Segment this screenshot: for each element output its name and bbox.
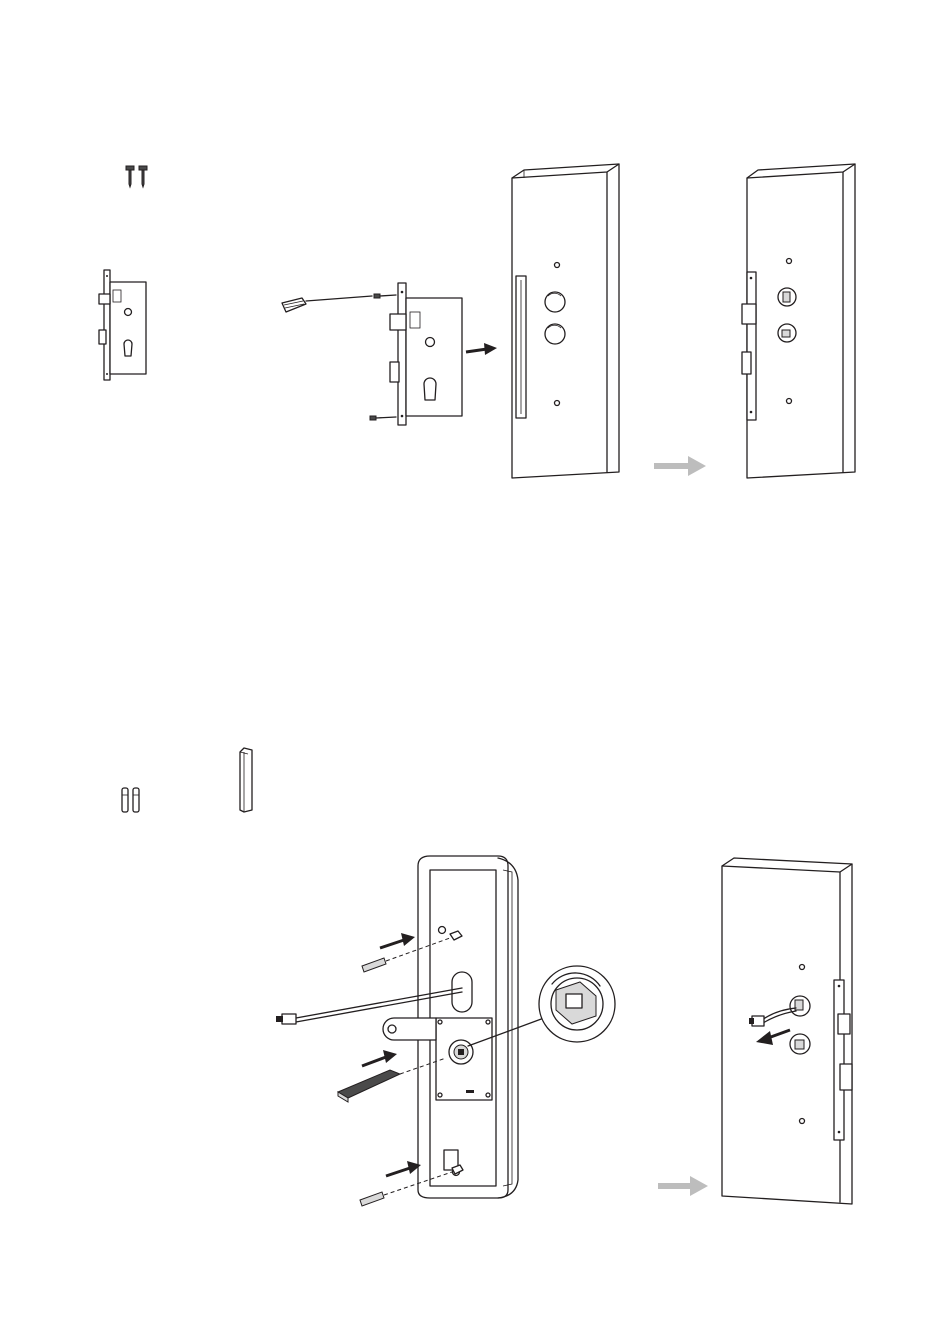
gray-arrow-icon xyxy=(658,1176,708,1196)
screw-icon xyxy=(126,166,134,187)
step-mortise-installation xyxy=(99,164,855,478)
right-arrow-icon xyxy=(380,933,415,948)
screws-part xyxy=(126,166,147,187)
door-with-cable xyxy=(722,858,852,1204)
screw-icon xyxy=(374,294,396,298)
post-icon xyxy=(122,788,128,812)
mortise-lock-body-part xyxy=(99,270,146,380)
spindle-posts-part xyxy=(122,788,139,812)
screw-icon xyxy=(370,416,396,420)
right-arrow-icon xyxy=(466,343,497,355)
right-arrow-icon xyxy=(362,1050,397,1066)
screwdriver-icon xyxy=(282,296,372,312)
gray-arrow-icon xyxy=(654,456,706,476)
door-with-mortise-installed xyxy=(742,164,855,478)
mortise-lock-fitting xyxy=(390,283,462,425)
step-rear-panel-installation xyxy=(122,748,852,1206)
post-icon xyxy=(133,788,139,812)
square-spindle-part xyxy=(240,748,252,812)
right-arrow-icon xyxy=(386,1161,421,1176)
screw-icon xyxy=(139,166,147,187)
door-with-mortise-pocket xyxy=(512,164,619,478)
lever-arm xyxy=(383,1018,436,1040)
